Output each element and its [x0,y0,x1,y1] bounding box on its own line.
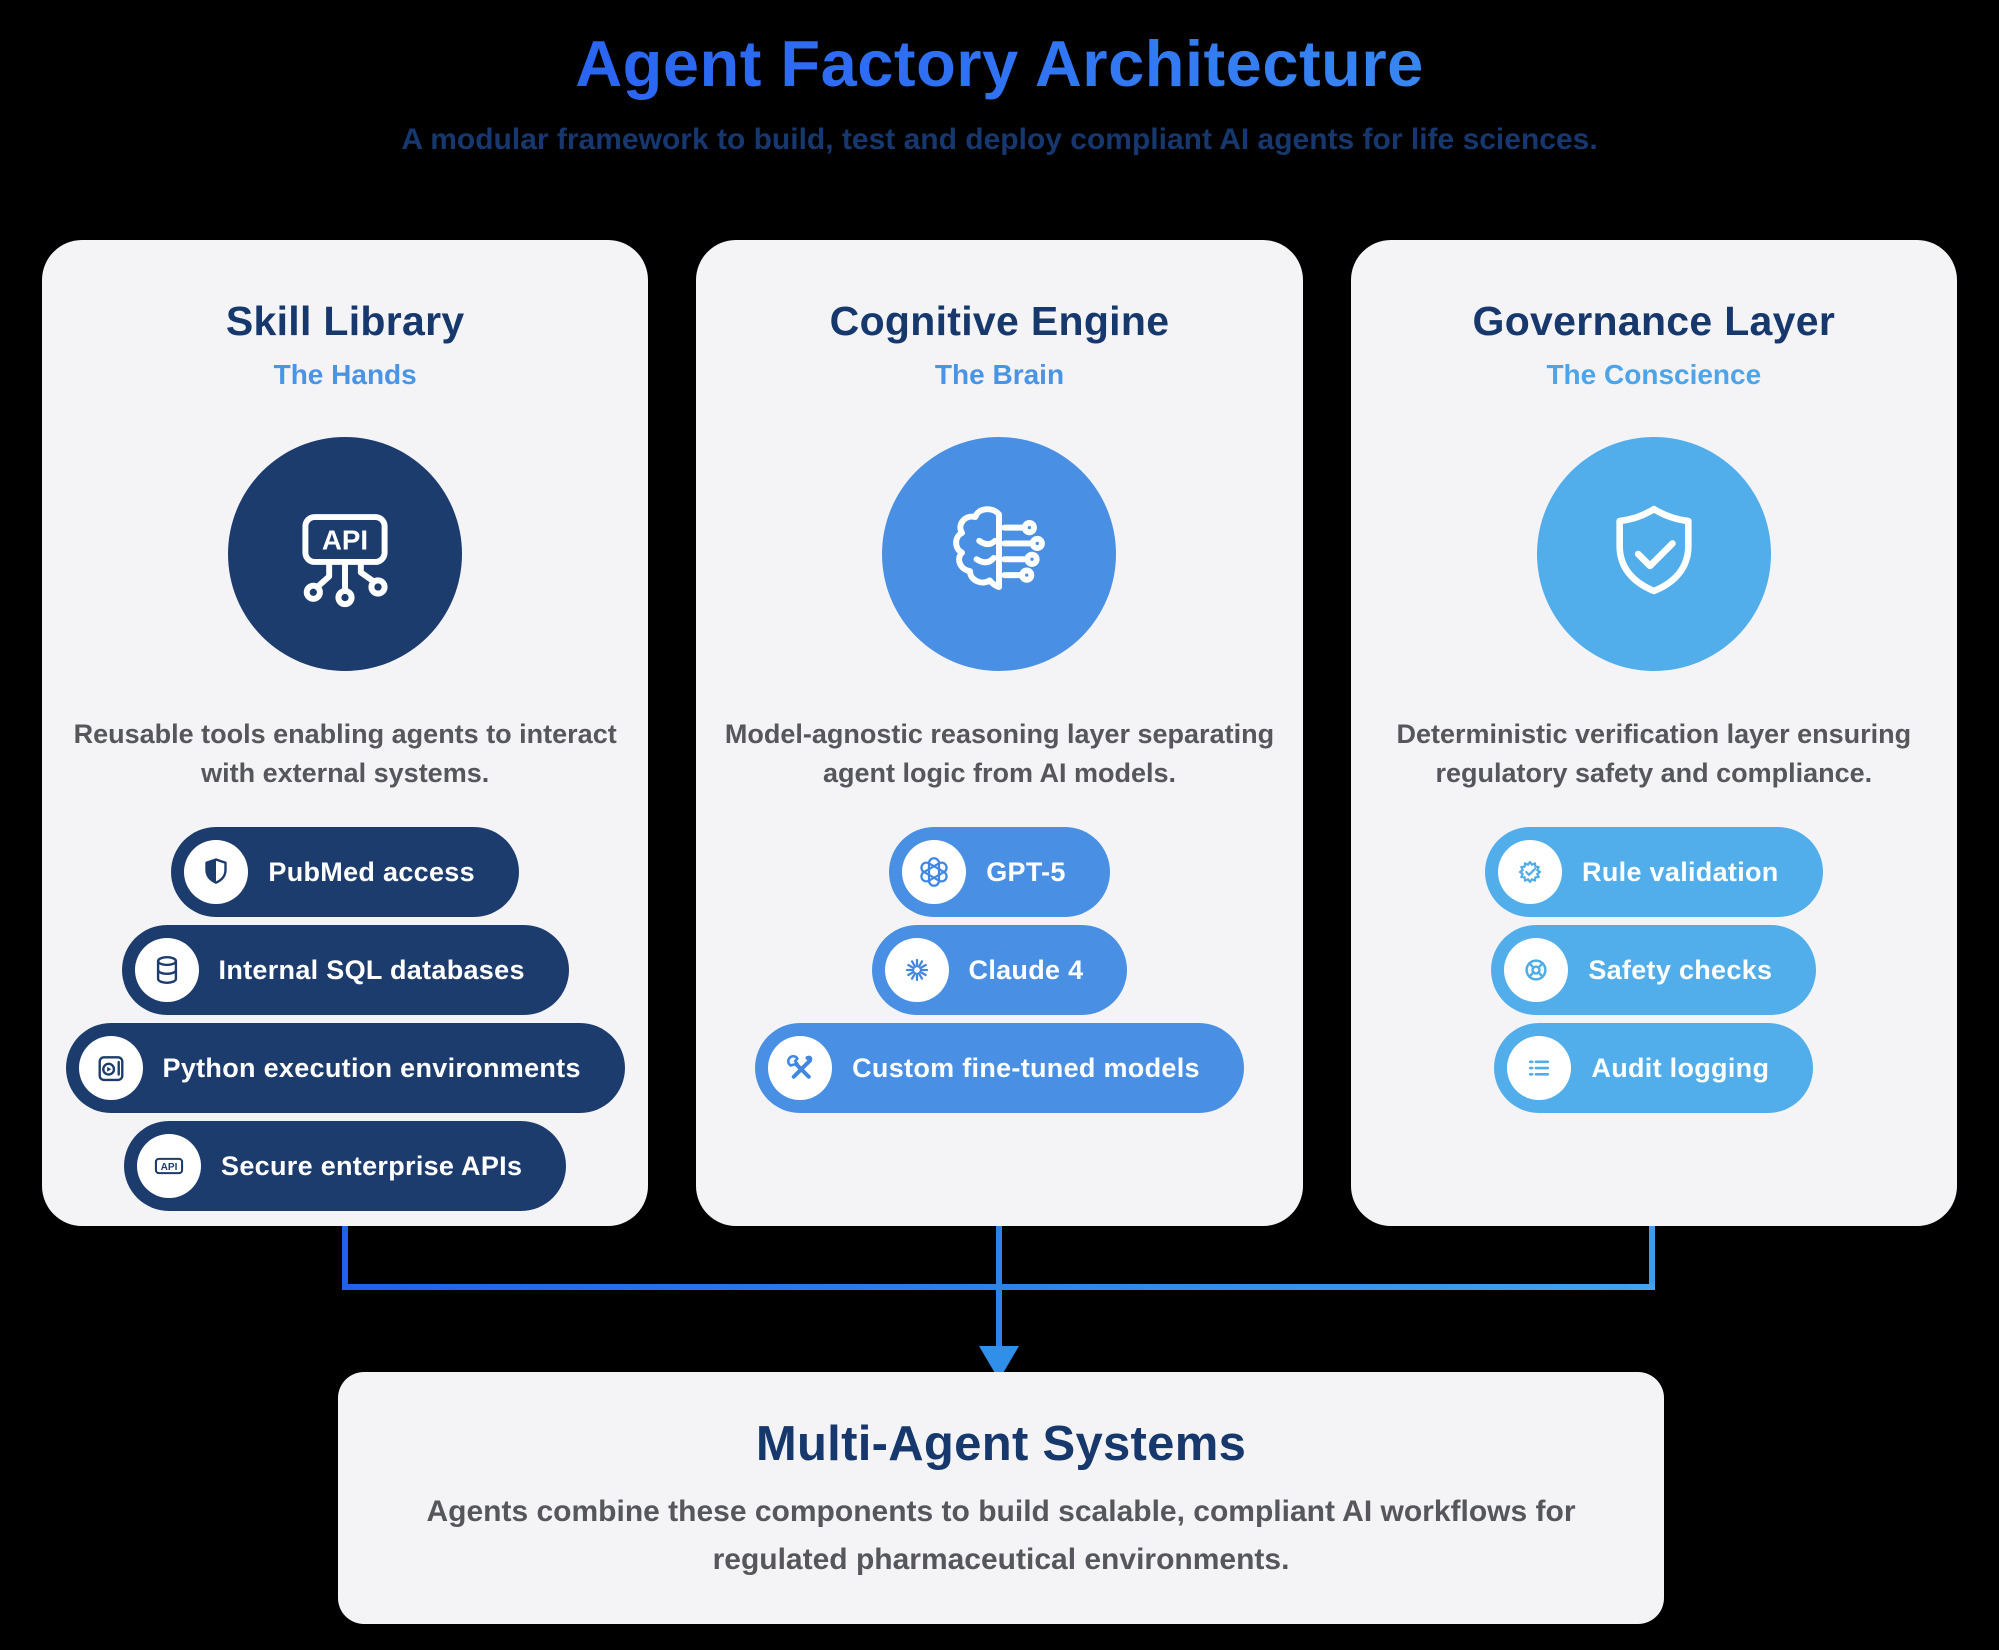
page-subtitle: A modular framework to build, test and d… [401,123,1598,156]
skill-library-card: Skill Library The Hands API Reusable too… [42,240,649,1226]
connector-line-center [996,1226,1002,1350]
pill-label: Custom fine-tuned models [852,1052,1200,1083]
card-title: Cognitive Engine [829,298,1170,344]
pill-label: Rule validation [1582,856,1779,887]
pill-pubmed-access: PubMed access [171,827,519,918]
pill-safety-checks: Safety checks [1491,925,1817,1016]
card-icon-circle [882,437,1117,671]
openai-logo-icon [902,840,967,905]
pill-label: Python execution environments [162,1052,581,1083]
pill-label: Internal SQL databases [218,954,525,985]
pill-custom-models: Custom fine-tuned models [755,1023,1244,1114]
shield-check-icon [1588,488,1720,620]
pill-label: GPT-5 [986,856,1066,887]
pill-python-environments: Python execution environments [65,1023,625,1114]
card-title: Governance Layer [1472,298,1836,344]
card-icon-circle [1536,437,1771,671]
component-cards-row: Skill Library The Hands API Reusable too… [42,240,1957,1226]
api-board-icon: API [279,488,411,620]
shield-icon [184,840,249,905]
card-description: Reusable tools enabling agents to intera… [73,719,617,789]
terminal-play-icon [78,1036,143,1101]
card-icon-circle: API [228,437,463,671]
pill-label: PubMed access [268,856,475,887]
api-badge-icon: API [137,1134,202,1199]
page-title: Agent Factory Architecture [0,26,1999,101]
header: Agent Factory Architecture A modular fra… [0,26,1999,157]
pill-label: Audit logging [1591,1052,1770,1083]
cognitive-engine-card: Cognitive Engine The Brain Model-agnosti… [696,240,1303,1226]
multi-agent-title: Multi-Agent Systems [755,1417,1247,1471]
card-description: Deterministic verification layer ensurin… [1396,719,1912,789]
pill-label: Secure enterprise APIs [221,1150,523,1181]
multi-agent-description: Agents combine these components to build… [426,1495,1576,1576]
skill-pill-list: PubMed access Internal SQL databases [65,827,625,1212]
badge-check-icon [1498,840,1563,905]
pill-claude4: Claude 4 [871,925,1128,1016]
pill-gpt5: GPT-5 [889,827,1110,918]
audit-list-icon [1507,1036,1572,1101]
governance-layer-card: Governance Layer The Conscience Determin… [1350,240,1957,1226]
pill-audit-logging: Audit logging [1494,1023,1814,1114]
claude-starburst-icon [884,938,949,1003]
pill-secure-apis: API Secure enterprise APIs [124,1121,567,1212]
card-title: Skill Library [225,298,465,344]
safety-ring-icon [1504,938,1569,1003]
pill-label: Safety checks [1588,954,1773,985]
card-tagline: The Conscience [1546,359,1762,390]
multi-agent-systems-box: Multi-Agent Systems Agents combine these… [338,1372,1664,1624]
pill-rule-validation: Rule validation [1485,827,1823,918]
card-tagline: The Hands [273,359,417,390]
model-pill-list: GPT-5 Claude 4 [755,827,1244,1114]
connector-line-left [342,1226,348,1288]
brain-circuit-icon [933,488,1065,620]
pill-label: Claude 4 [968,954,1084,985]
database-icon [134,938,199,1003]
card-tagline: The Brain [934,359,1065,390]
svg-text:API: API [161,1162,178,1173]
governance-pill-list: Rule validation Safety checks [1485,827,1823,1114]
tools-icon [768,1036,833,1101]
pill-internal-sql: Internal SQL databases [121,925,569,1016]
svg-text:API: API [322,524,368,555]
connector-line-right [1649,1226,1655,1288]
card-description: Model-agnostic reasoning layer separatin… [724,719,1275,789]
